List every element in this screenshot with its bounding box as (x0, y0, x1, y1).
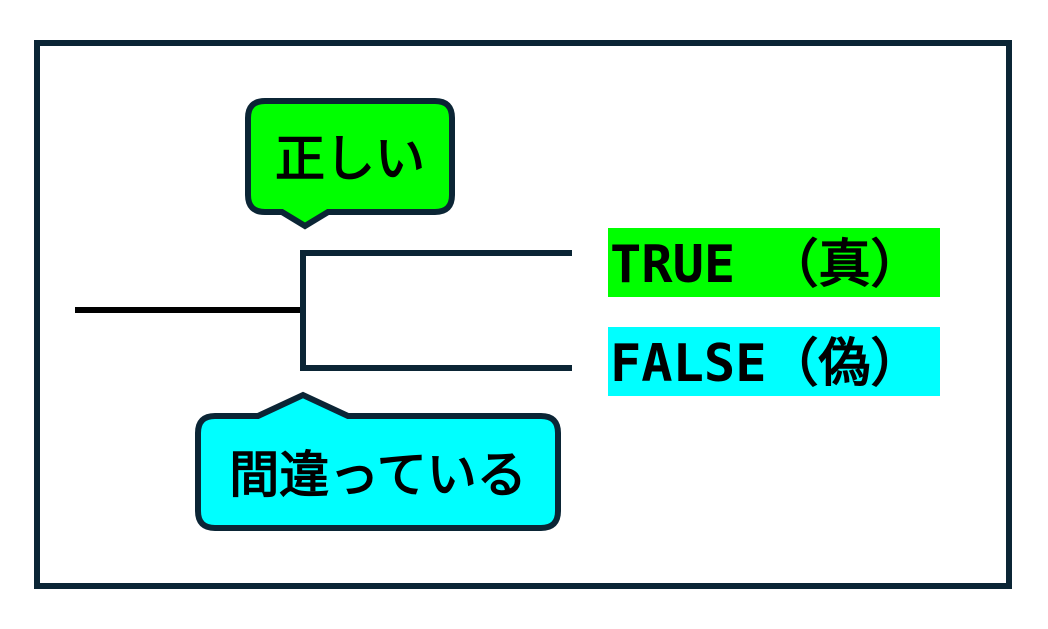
true-label-text: TRUE （真） (610, 235, 923, 295)
callout-wrong: 間違っている (195, 391, 561, 531)
false-label: FALSE（偽） (608, 327, 940, 396)
callout-correct: 正しい (245, 98, 455, 230)
false-label-text: FALSE（偽） (610, 334, 923, 394)
branch-bracket (300, 250, 572, 371)
callout-correct-text: 正しい (275, 130, 425, 188)
callout-wrong-text: 間違っている (229, 446, 527, 504)
true-label: TRUE （真） (608, 228, 940, 297)
